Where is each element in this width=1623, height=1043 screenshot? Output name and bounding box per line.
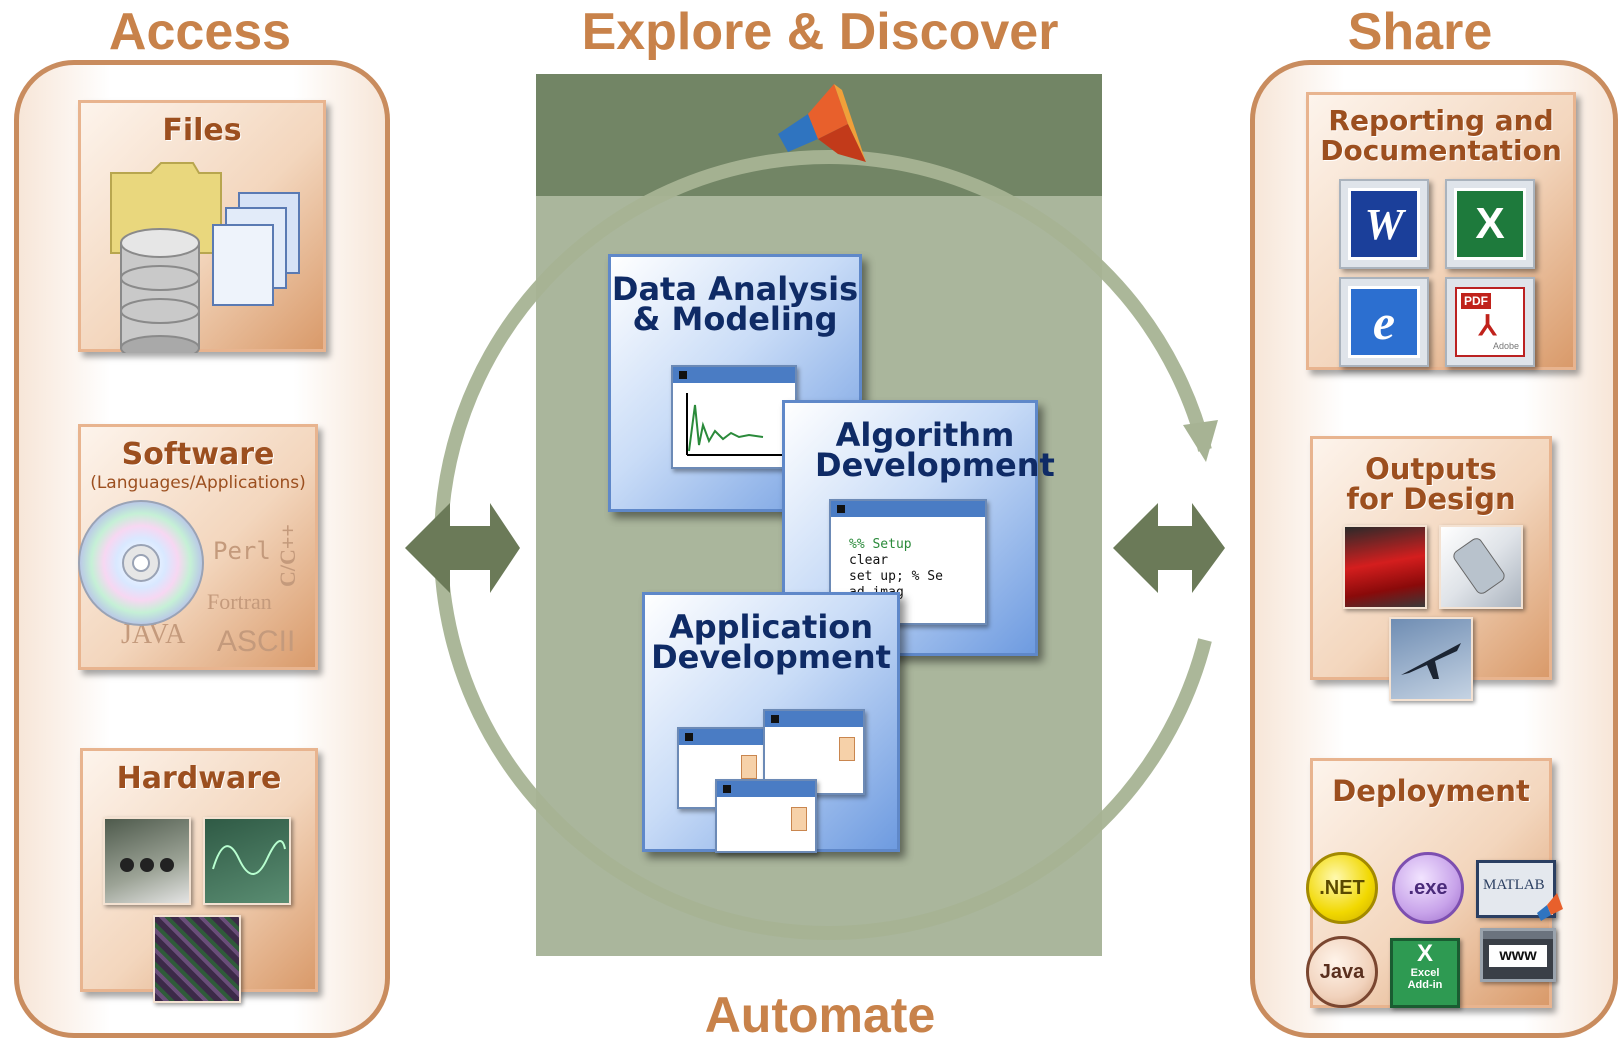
language-ascii: ASCII	[217, 625, 296, 658]
matlab-mini-logo	[1537, 893, 1563, 921]
documents-icon	[212, 192, 300, 306]
circuit-board-photo	[153, 915, 241, 1003]
access-heading: Access	[108, 3, 292, 61]
exe-badge: .exe	[1392, 852, 1464, 924]
cycle-arrowhead	[1183, 420, 1218, 462]
code-line-2: clear	[849, 553, 889, 568]
code-line-1: %% Setup	[849, 537, 912, 552]
hardware-card[interactable]: Hardware	[80, 748, 318, 1003]
plot-window-titlebar	[673, 367, 795, 383]
web-icon: www	[1480, 928, 1556, 982]
algorithm-title-line2: Development	[815, 446, 1055, 484]
excel-addin-line1: Excel	[1410, 967, 1440, 979]
data-analysis-title-line2: & Modeling	[632, 300, 838, 338]
database-icon	[120, 228, 200, 353]
software-subtitle: (Languages/Applications)	[90, 473, 306, 493]
java-badge: Java	[1306, 936, 1378, 1008]
matlab-logo	[778, 84, 866, 162]
matlab-deploy-label: MATLAB	[1483, 877, 1545, 893]
share-heading: Share	[1347, 3, 1493, 61]
language-cpp: C/C++	[275, 524, 300, 587]
word-icon: W	[1339, 179, 1429, 269]
app-window-3	[715, 779, 817, 853]
web-icon-label: www	[1489, 945, 1547, 967]
airplane-photo	[1389, 617, 1473, 701]
explore-heading: Explore & Discover	[581, 3, 1059, 61]
oscilloscope-photo	[203, 817, 291, 905]
files-illustration	[110, 162, 300, 353]
mobile-phone-photo	[1439, 525, 1523, 609]
files-card[interactable]: Files	[78, 100, 326, 353]
reporting-title-line1: Reporting and	[1328, 104, 1554, 137]
hardware-title: Hardware	[116, 761, 282, 796]
data-analysis-title-line1: Data Analysis	[611, 270, 859, 308]
excel-icon: X	[1445, 179, 1535, 269]
outputs-title-line1: Outputs	[1365, 452, 1497, 486]
application-card[interactable]: Application Development	[642, 592, 900, 853]
reporting-title-line2: Documentation	[1320, 134, 1562, 167]
plot-graph-icon	[686, 393, 785, 456]
pdf-icon: PDF ⅄ Adobe	[1445, 277, 1535, 367]
matlab-deploy-icon: MATLAB	[1476, 860, 1563, 921]
algorithm-title-line1: Algorithm	[835, 416, 1015, 454]
outputs-title-line2: for Design	[1346, 482, 1516, 516]
excel-addin-line2: Add-in	[1407, 979, 1443, 991]
excel-addin-icon: X Excel Add-in	[1390, 938, 1460, 1008]
deployment-title: Deployment	[1332, 774, 1530, 808]
software-card[interactable]: Software (Languages/Applications) Perl C…	[78, 424, 318, 670]
code-line-3: set up; % Se	[849, 569, 943, 584]
automate-heading: Automate	[704, 987, 936, 1043]
internet-explorer-icon: e	[1339, 277, 1429, 367]
application-title-line2: Development	[651, 638, 891, 676]
reporting-card[interactable]: Reporting and Documentation W X e PDF ⅄ …	[1306, 92, 1576, 370]
plot-window	[671, 365, 797, 469]
cd-disc-icon	[78, 500, 204, 626]
language-fortran: Fortran	[207, 589, 272, 614]
outputs-design-card[interactable]: Outputs for Design	[1310, 436, 1552, 701]
code-editor-titlebar	[831, 501, 985, 517]
application-title-line1: Application	[668, 608, 874, 646]
sports-car-photo	[1343, 525, 1427, 609]
dotnet-badge: .NET	[1306, 852, 1378, 924]
hardware-panel-photo	[103, 817, 191, 905]
software-title: Software	[121, 437, 275, 472]
files-title: Files	[162, 113, 242, 148]
left-double-arrow	[405, 503, 520, 593]
language-perl: Perl	[213, 537, 271, 565]
right-double-arrow	[1113, 503, 1225, 593]
